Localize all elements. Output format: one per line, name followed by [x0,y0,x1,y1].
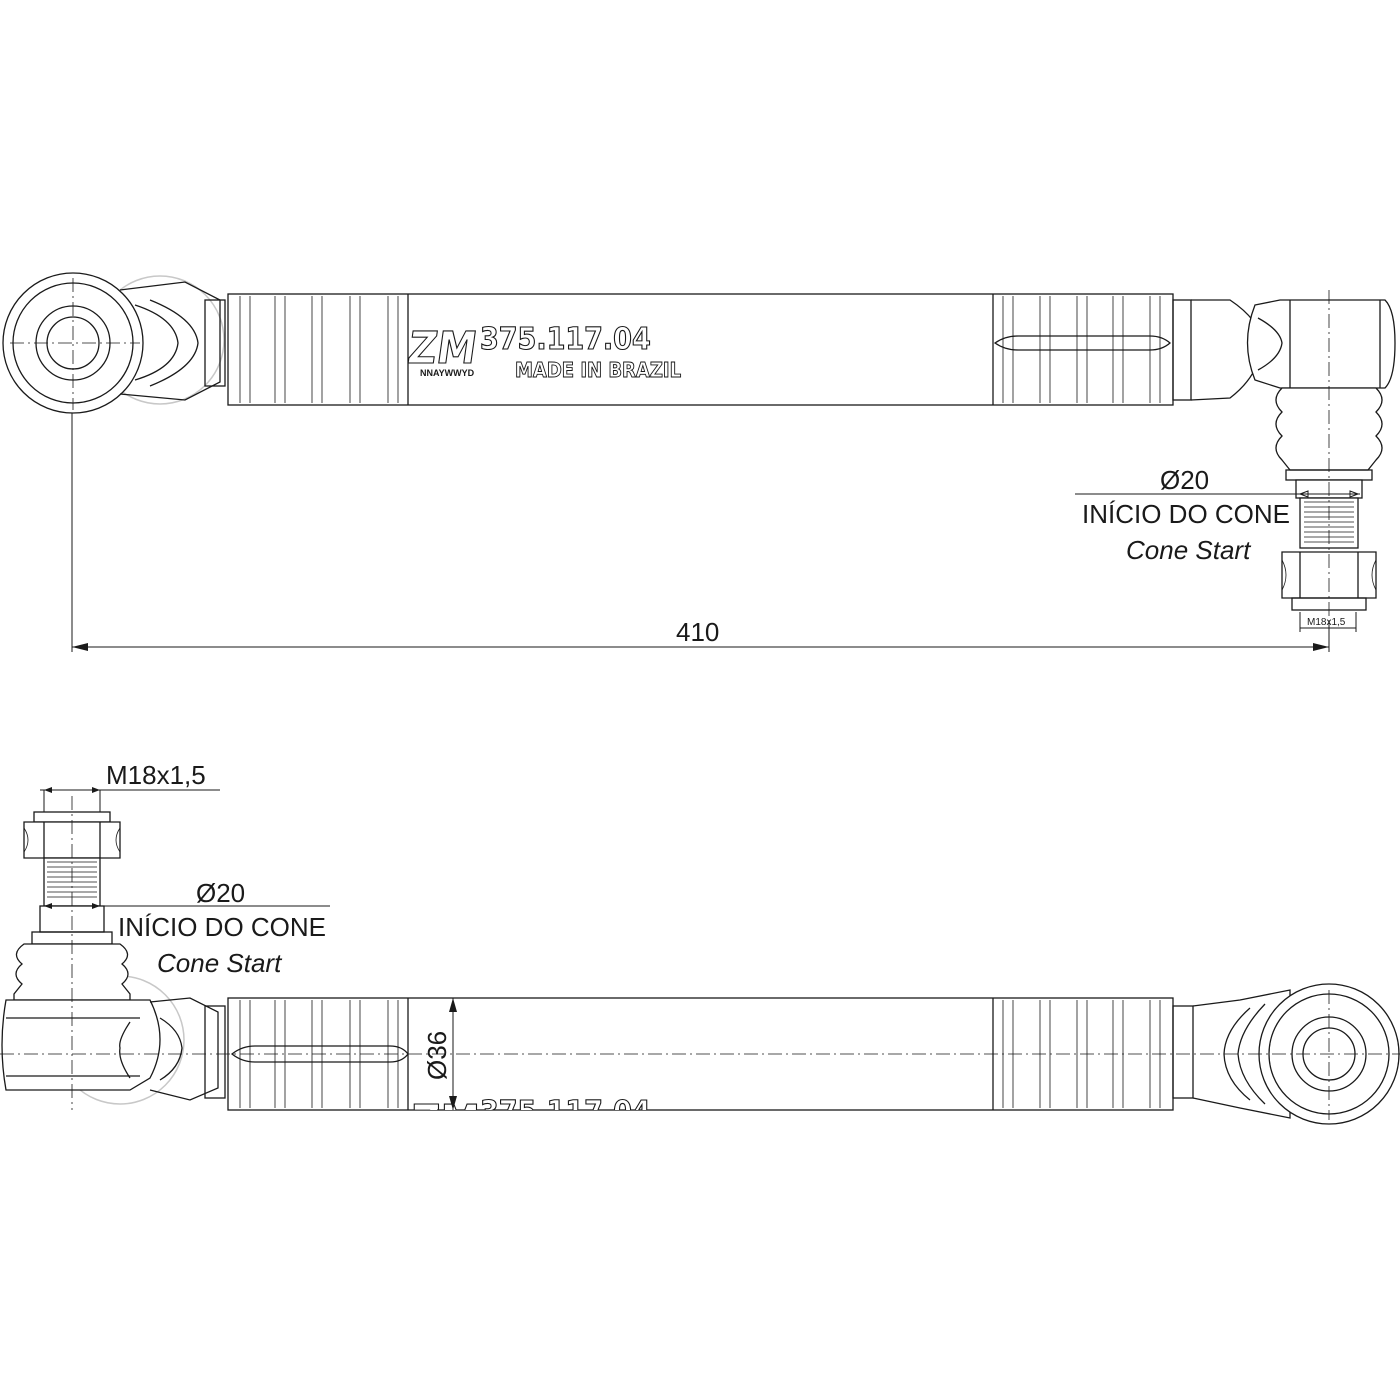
bottom-thread-callout: M18x1,5 [40,760,220,812]
top-branding: ZM 375.117.04 MADE IN BRAZIL NNAYWWYD [404,321,681,382]
origin-text: MADE IN BRAZIL [515,358,681,382]
top-right-ball-joint [1172,290,1396,640]
bottom-brand-mark-partial: ZM [412,1096,480,1147]
top-cone-callout: Ø20 INÍCIO DO CONE Cone Start [1075,465,1360,565]
bottom-cone-callout: Ø20 INÍCIO DO CONE Cone Start [40,878,330,978]
bottom-tube: 375.117.04 ZM [227,997,1174,1147]
top-thread-size: M18x1,5 [1307,617,1346,628]
bottom-left-ball-joint [1,796,226,1110]
top-view: ZM 375.117.04 MADE IN BRAZIL NNAYWWYD [2,272,1396,652]
bottom-view: M18x1,5 [0,760,1400,1147]
length-value: 410 [676,617,719,647]
bottom-part-number-partial: 375.117.04 [480,1095,651,1130]
top-cone-label-pt: INÍCIO DO CONE [1082,499,1290,529]
date-code: NNAYWWYD [420,368,475,378]
top-cone-label-en: Cone Start [1126,535,1252,565]
bottom-cone-label-en: Cone Start [157,948,283,978]
tube-diameter: Ø36 [422,1031,452,1080]
bottom-thread-size: M18x1,5 [106,760,206,790]
bottom-cone-diameter: Ø20 [196,878,245,908]
top-cone-diameter: Ø20 [1160,465,1209,495]
top-thread-callout: M18x1,5 [1299,612,1357,632]
bottom-cone-label-pt: INÍCIO DO CONE [118,912,326,942]
tube-diameter-dimension: Ø36 [422,998,457,1110]
top-tube [227,293,1174,406]
brand-mark: ZM [405,323,480,374]
part-number: 375.117.04 [480,322,651,357]
length-dimension: 410 [71,413,1330,652]
